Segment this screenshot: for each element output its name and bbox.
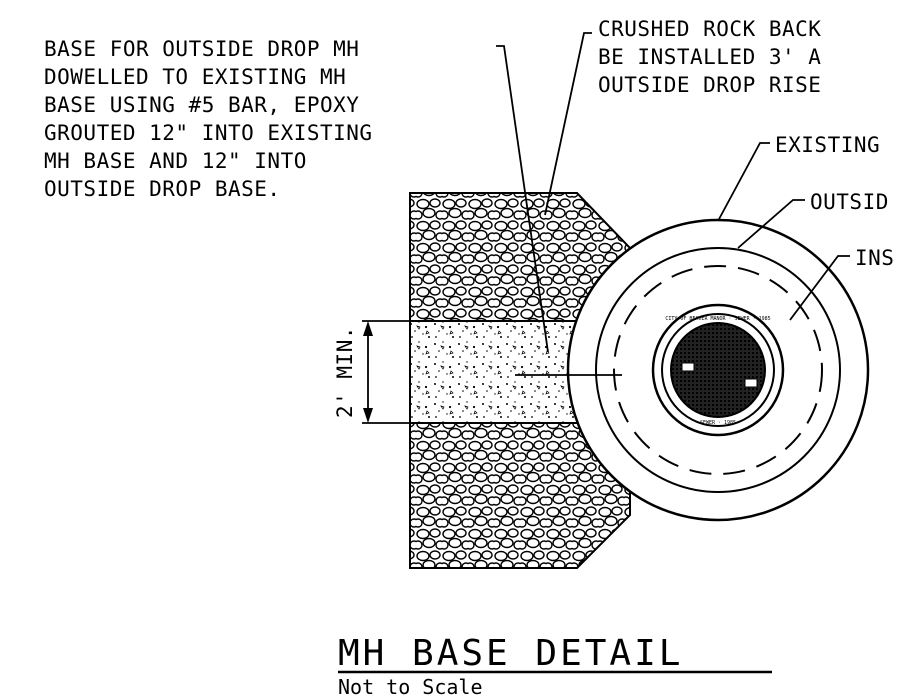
svg-text:OUTSIDE DROP RISE: OUTSIDE DROP RISE: [598, 73, 821, 97]
inside-label: INS: [855, 246, 894, 270]
dimension-label: 2' MIN.: [333, 326, 357, 418]
existing-label: EXISTING: [775, 133, 880, 157]
svg-text:CRUSHED ROCK BACK: CRUSHED ROCK BACK: [598, 17, 821, 41]
outside-drop-ring: [595, 247, 841, 493]
title-block: MH BASE DETAIL Not to Scale: [338, 633, 772, 697]
inside-dashed-ring: [613, 265, 823, 475]
concrete-drop-base: [409, 320, 581, 424]
leader-crushed-rock: [544, 32, 592, 216]
svg-text:BASE USING #5 BAR, EPOXY: BASE USING #5 BAR, EPOXY: [44, 93, 359, 117]
crushed-rock-note: CRUSHED ROCK BACK BE INSTALLED 3' A OUTS…: [598, 17, 821, 97]
svg-text:BE INSTALLED 3' A: BE INSTALLED 3' A: [598, 45, 821, 69]
svg-text:DOWELLED TO EXISTING MH: DOWELLED TO EXISTING MH: [44, 65, 346, 89]
svg-text:BASE FOR OUTSIDE DROP MH: BASE FOR OUTSIDE DROP MH: [44, 37, 359, 61]
svg-text:GROUTED 12" INTO EXISTING: GROUTED 12" INTO EXISTING: [44, 121, 373, 145]
outside-label: OUTSID: [810, 190, 889, 214]
leader-lines: [496, 32, 850, 376]
base-note: BASE FOR OUTSIDE DROP MH DOWELLED TO EXI…: [44, 37, 373, 201]
leader-inside: [789, 255, 850, 321]
cover-ring-text-bottom: SEWER · 1985: [700, 420, 736, 426]
cover-ring-text: CITY OF BEAVER MANOR · SEWER · 1985: [665, 316, 770, 322]
page-title: MH BASE DETAIL: [338, 633, 683, 674]
dimension-2ft-min: 2' MIN.: [333, 320, 410, 424]
svg-text:OUTSIDE DROP BASE.: OUTSIDE DROP BASE.: [44, 177, 281, 201]
leader-outside: [737, 199, 805, 249]
page-subtitle: Not to Scale: [338, 675, 483, 697]
leader-existing: [717, 142, 770, 222]
svg-text:MH BASE AND 12" INTO: MH BASE AND 12" INTO: [44, 149, 307, 173]
leader-base-note: [496, 45, 549, 353]
manhole-cover-icon: CITY OF BEAVER MANOR · SEWER · 1985 SEWE…: [651, 303, 785, 437]
